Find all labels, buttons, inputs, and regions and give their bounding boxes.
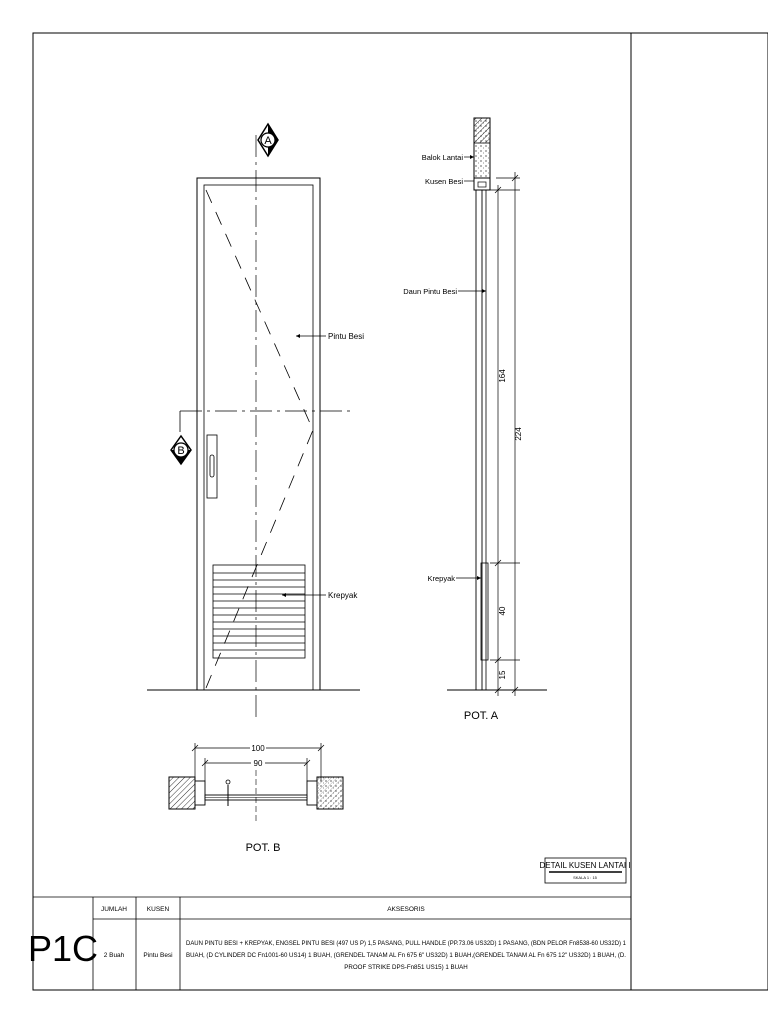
dim-100: 100 (251, 744, 265, 753)
dim-224: 224 (514, 427, 523, 441)
door-elevation (147, 135, 360, 720)
section-a-drawing (447, 117, 547, 696)
section-a-marker-letter: A (264, 135, 272, 147)
header-kusen: KUSEN (147, 906, 170, 913)
label-kusen-besi: Kusen Besi (425, 177, 463, 186)
section-a-title: POT. A (464, 710, 499, 722)
label-krepyak-section: Krepyak (427, 574, 455, 583)
dim-164: 164 (498, 369, 507, 383)
header-jumlah: JUMLAH (101, 906, 127, 913)
cell-jumlah: 2 Buah (104, 952, 125, 959)
label-daun-pintu-besi: Daun Pintu Besi (403, 287, 457, 296)
dim-90: 90 (254, 759, 263, 768)
cell-kusen: Pintu Besi (143, 952, 172, 959)
louver-panel (212, 564, 306, 659)
label-krepyak-elevation: Krepyak (328, 591, 358, 600)
dim-40: 40 (498, 606, 507, 615)
cell-aksesoris-line-1: DAUN PINTU BESI + KREPYAK, ENGSEL PINTU … (186, 940, 627, 947)
label-balok-lantai: Balok Lantai (422, 153, 464, 162)
section-b-drawing (168, 743, 344, 822)
sheet-frame (32, 32, 768, 991)
cell-aksesoris-line-3: PROOF STRIKE DPS-Fn851 US15) 1 BUAH (344, 964, 467, 971)
dim-15: 15 (498, 670, 507, 679)
label-pintu-besi: Pintu Besi (328, 332, 364, 341)
section-marker-a (257, 122, 279, 158)
section-b-title: POT. B (246, 842, 281, 854)
schedule-table (33, 896, 631, 990)
detail-title: DETAIL KUSEN LANTAI I (540, 861, 631, 870)
door-code: P1C (28, 928, 98, 969)
header-aksesoris: AKSESORIS (387, 906, 425, 913)
section-marker-b (170, 434, 192, 466)
detail-title-block (544, 857, 627, 884)
section-b-marker-letter: B (177, 445, 184, 457)
cell-aksesoris-line-2: BUAH, (D CYLINDER DC Fn1001-60 US14) 1 B… (186, 952, 626, 959)
detail-scale: SKALA 1 : 15 (573, 875, 598, 880)
